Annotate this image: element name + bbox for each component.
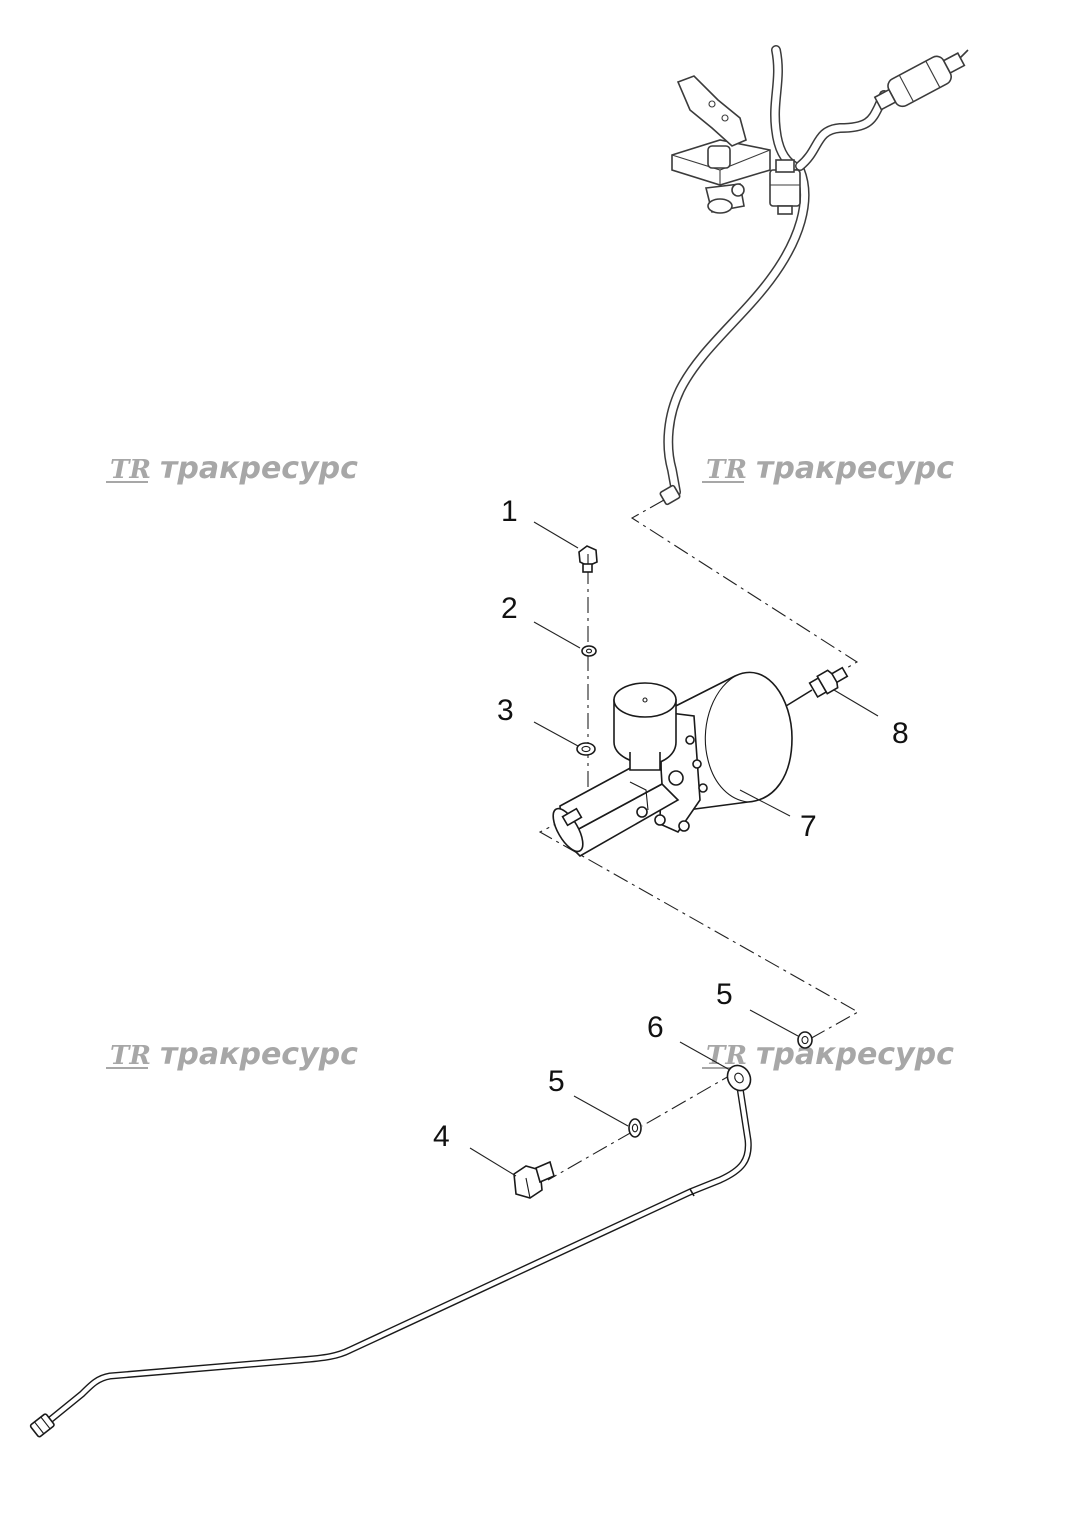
callout-5: 5	[716, 978, 733, 1011]
callout-5: 5	[548, 1065, 565, 1098]
banjo-bolt-icon	[513, 1160, 555, 1199]
watermark-bottom-left: TR тракресурс	[106, 1037, 358, 1072]
callout-4: 4	[433, 1120, 450, 1153]
washer-icon	[576, 742, 596, 756]
watermark-bottom-right: TR тракресурс	[702, 1037, 954, 1072]
watermark-logo: TR	[110, 1041, 151, 1071]
callout-3: 3	[497, 694, 514, 727]
brake-pipe-icon	[29, 1064, 752, 1438]
leader-lines	[469, 521, 879, 1177]
callout-8: 8	[892, 717, 909, 750]
watermark-text: тракресурс	[756, 451, 954, 486]
callout-1: 1	[501, 495, 518, 528]
callout-7: 7	[800, 810, 817, 843]
watermark-text: тракресурс	[160, 451, 358, 486]
callout-2: 2	[501, 592, 518, 625]
bolt-icon	[578, 545, 598, 573]
sealing-washer-icon	[797, 1031, 813, 1049]
watermark-text: тракресурс	[756, 1037, 954, 1072]
sealing-washer-icon	[628, 1118, 642, 1138]
watermark-top-left: TR тракресурс	[106, 451, 358, 486]
watermark-logo: TR	[110, 455, 151, 485]
callout-labels: 1 2 3 4 5 5 6 7 8	[433, 495, 909, 1153]
hydraulic-booster-icon	[552, 671, 813, 857]
watermark-top-right: TR тракресурс	[702, 451, 954, 486]
fitting-icon	[808, 666, 849, 699]
washer-icon	[581, 645, 597, 657]
watermark-text: тракресурс	[160, 1037, 358, 1072]
pedal-valve-assembly-icon	[659, 45, 969, 506]
watermark-logo: TR	[706, 455, 747, 485]
callout-6: 6	[647, 1011, 664, 1044]
